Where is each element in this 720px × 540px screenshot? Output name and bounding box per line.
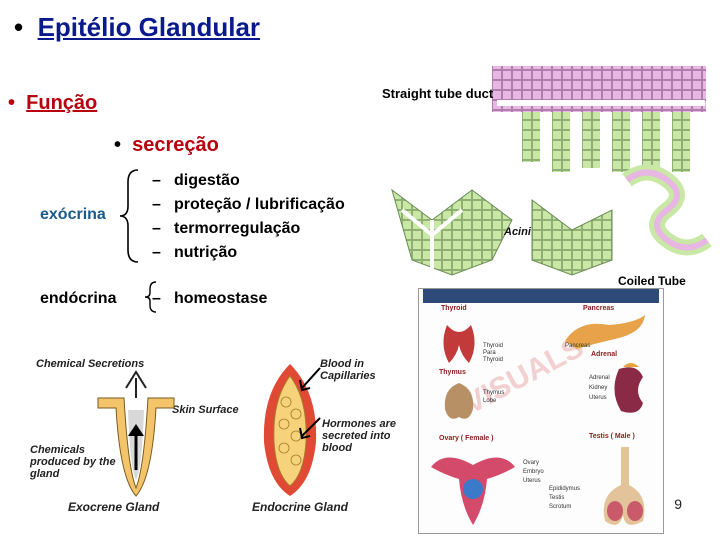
- hormones-label: Hormones are secreted into blood: [322, 418, 396, 454]
- exocrina-item-1: –digestão: [152, 172, 240, 189]
- exocrina-item-4: –nutrição: [152, 244, 238, 261]
- endocrine-gland-illustration: [263, 364, 317, 496]
- thymus-illustration: [444, 383, 474, 419]
- gland-tubes-drawing: [391, 66, 712, 276]
- acini-label: Acini: [504, 226, 531, 238]
- organ-adrenal-label: Adrenal: [591, 351, 618, 358]
- funcao-text[interactable]: Função: [26, 92, 98, 114]
- testis-illustration: [603, 447, 645, 525]
- funcao-heading: • Função: [8, 92, 97, 115]
- uterus-illustration: [431, 457, 515, 525]
- slide-title: • Epitélio Glandular: [14, 12, 260, 43]
- chemicals-produced-label: Chemicals produced by the gland: [30, 444, 116, 480]
- organ-testis-label: Testis ( Male ): [589, 433, 635, 440]
- blood-capillaries-label: Blood in Capillaries: [320, 358, 376, 382]
- endocrina-item-1: –homeostase: [152, 290, 268, 307]
- thyroid-illustration: [443, 325, 475, 363]
- endocrine-gland-label: Endocrine Gland: [252, 500, 349, 514]
- figure-gland-tubes: Straight tube duct Acini Coiled Tube: [372, 60, 712, 288]
- title-text[interactable]: Epitélio Glandular: [37, 12, 261, 42]
- pancreas-illustration: [565, 315, 645, 349]
- pancreas-small-label: Pancreas: [565, 343, 591, 349]
- arrow-capillaries-icon: [299, 367, 321, 392]
- title-bullet: •: [14, 12, 24, 42]
- organ-thyroid-label: Thyroid: [441, 305, 467, 312]
- organs-top-strip: [423, 289, 659, 303]
- organ-pancreas-label: Pancreas: [583, 305, 615, 312]
- straight-tube-label: Straight tube duct: [382, 86, 494, 101]
- endocrina-brace: [144, 281, 157, 313]
- exocrina-label: exócrina: [40, 206, 106, 223]
- secrecao-text: secreção: [132, 134, 219, 156]
- skin-surface-label: Skin Surface: [172, 404, 239, 416]
- secrecao-heading: • secreção: [114, 134, 219, 157]
- kidney-illustration: [614, 363, 643, 413]
- coiled-tube-label: Coiled Tube: [618, 274, 686, 288]
- organ-ovary-label: Ovary ( Female ): [439, 435, 494, 442]
- figure-exo-endo: Chemical Secretions Chemicals produced b…: [8, 348, 408, 520]
- exocrina-item-3: –termorregulação: [152, 220, 301, 237]
- funcao-bullet: •: [8, 92, 16, 114]
- secrecao-bullet: •: [114, 134, 122, 156]
- exocrina-brace: [119, 169, 139, 263]
- arrow-hormones-icon: [299, 417, 321, 440]
- organ-thymus-label: Thymus: [439, 369, 466, 376]
- endocrina-label: endócrina: [40, 290, 117, 307]
- chemical-secretions-label: Chemical Secretions: [36, 358, 145, 370]
- page-number: 9: [674, 496, 682, 512]
- exocrine-gland-label: Exocrene Gland: [68, 500, 160, 514]
- exocrina-item-2: –proteção / lubrificação: [152, 196, 345, 213]
- arrow-up-icon: [128, 424, 144, 470]
